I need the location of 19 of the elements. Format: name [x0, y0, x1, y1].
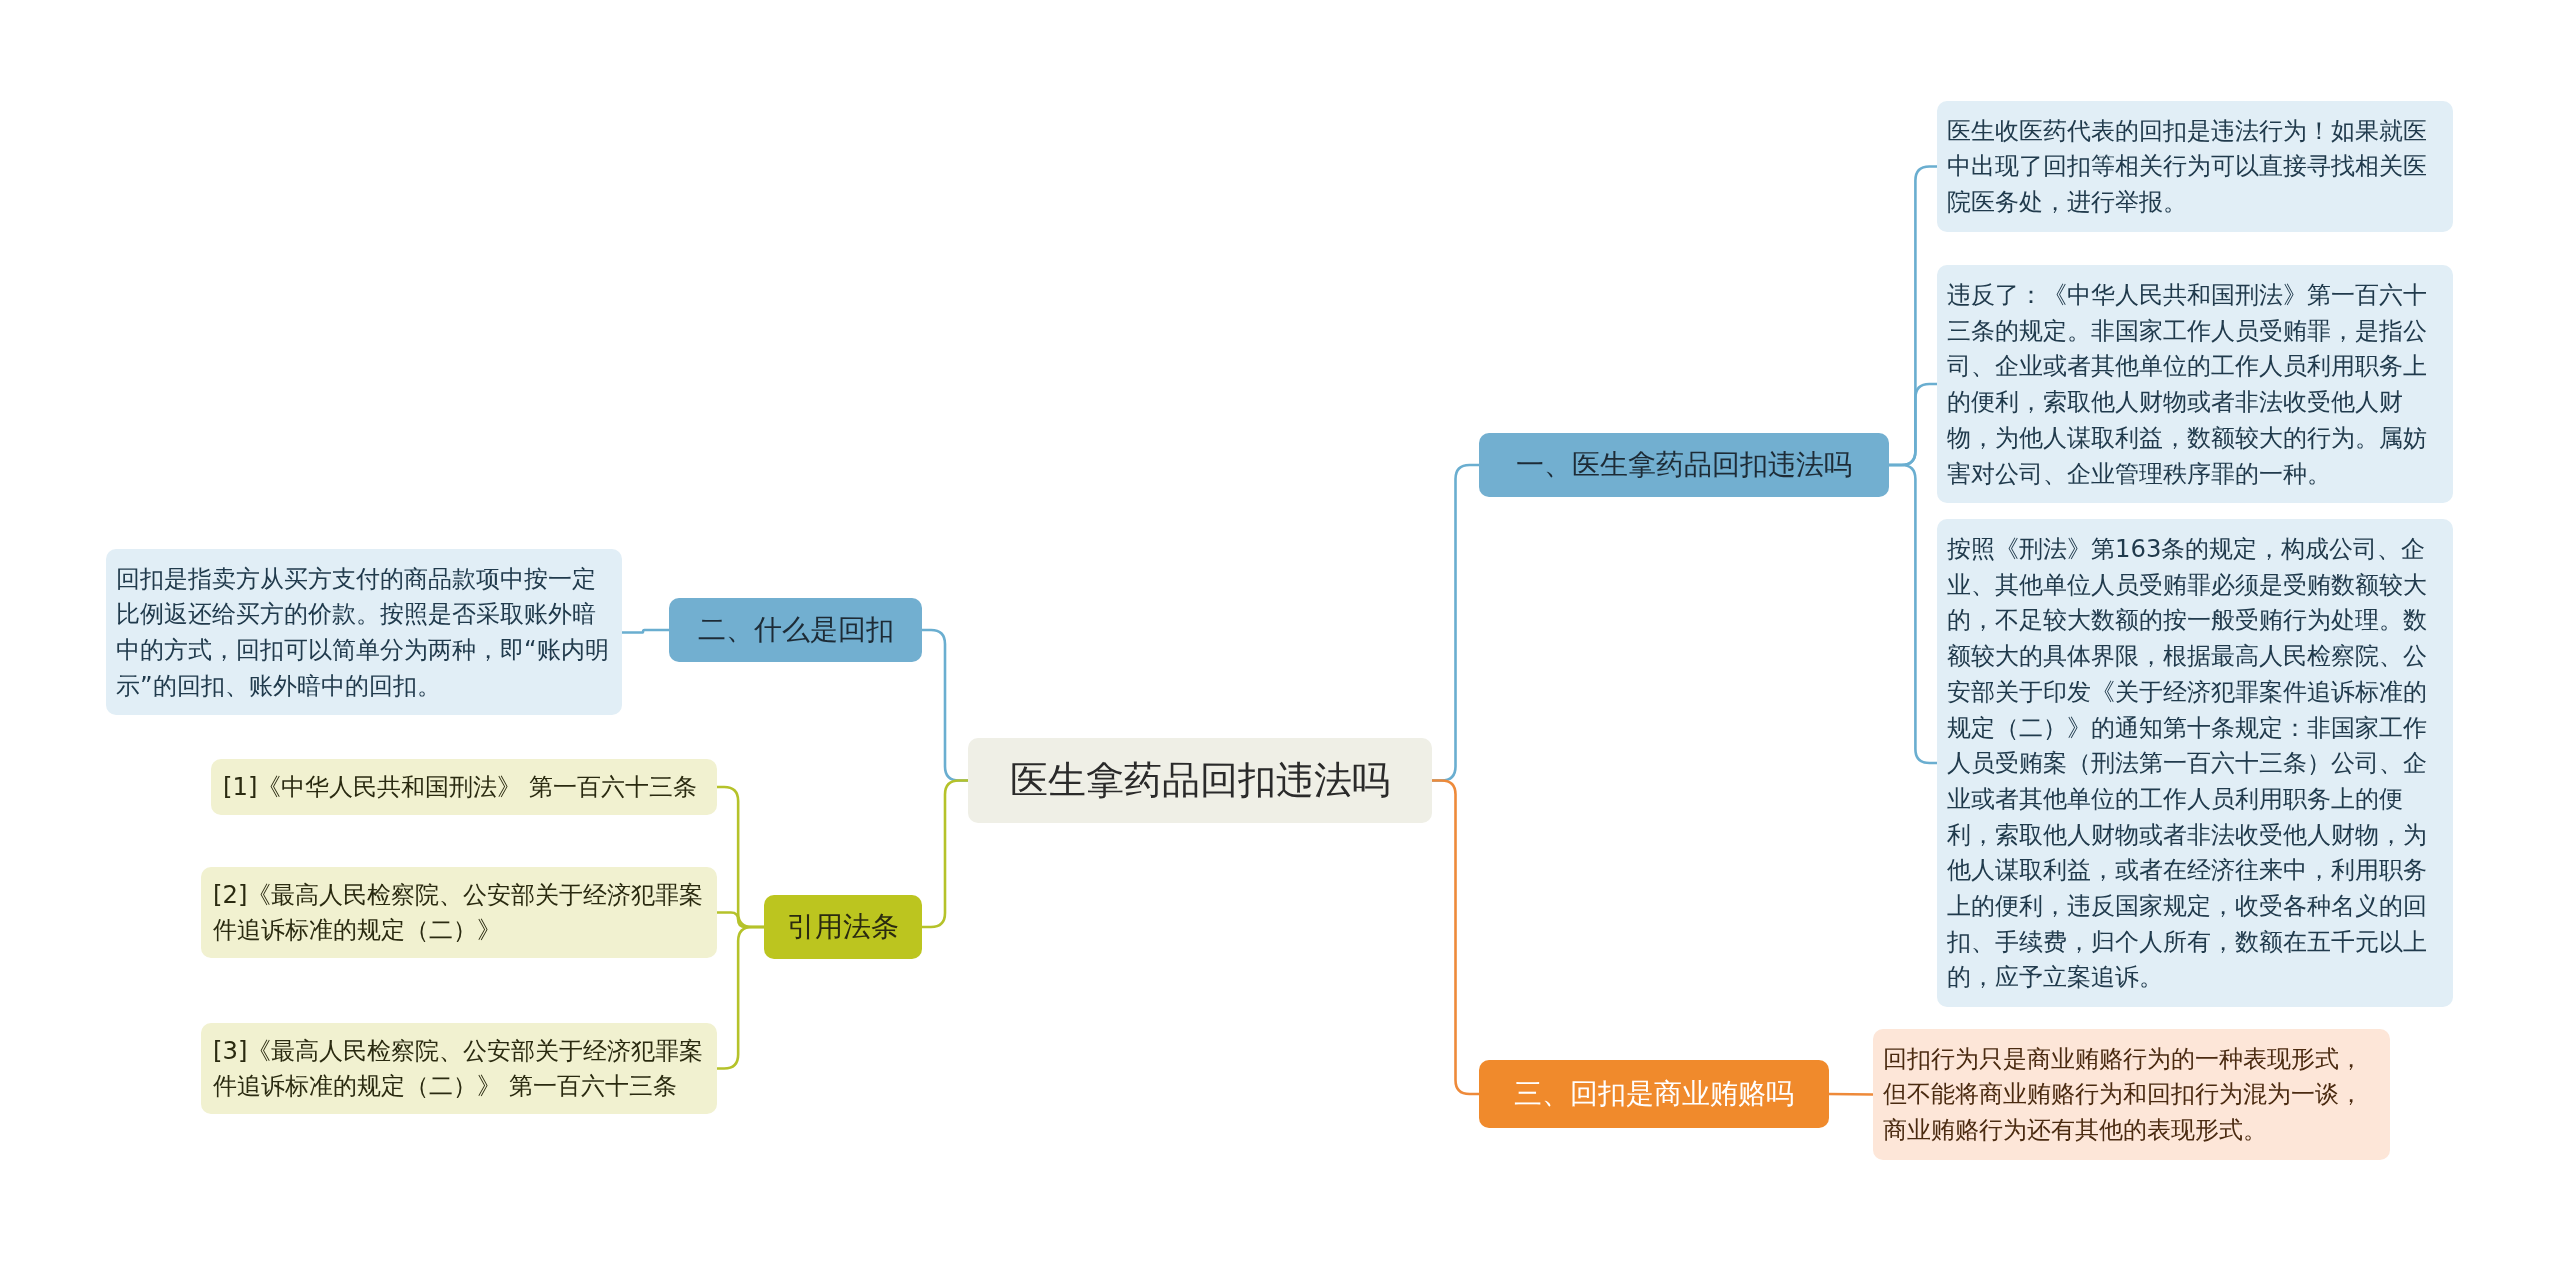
connector-line — [1889, 463, 1937, 765]
branch-box: 三、回扣是商业贿赂吗 — [1479, 1060, 1829, 1129]
branch-box: 二、什么是回扣 — [669, 598, 922, 663]
central-topic-box: 医生拿药品回扣违法吗 — [968, 737, 1432, 823]
note-box: 回扣是指卖方从买方支付的商品款项中按一定比例返还给买方的价款。按照是否采取账外暗中的方式，回扣可以简单分为两种，即“账内明示”的回扣、账外暗中的回扣。 — [106, 548, 622, 716]
connector-line — [717, 925, 764, 1070]
reference-box: [1]《中华人民共和国刑法》 第一百六十三条 — [211, 759, 717, 815]
connector-line — [1432, 779, 1479, 1096]
note-box: 医生收医药代表的回扣是违法行为！如果就医中出现了回扣等相关行为可以直接寻找相关医院医务处，进行举报。 — [1937, 100, 2453, 232]
connector-line — [922, 779, 968, 929]
note-box: 违反了：《中华人民共和国刑法》第一百六十三条的规定。非国家工作人员受贿罪，是指公司、企业或者其他单位的工作人员利用职务上的便利，索取他人财物或者非法收受他人财物，为他人谋取利益，数额较大的行为。属妨害对公司、企业管理秩序罪的一种。 — [1937, 265, 2453, 504]
connector-line — [1829, 1092, 1873, 1096]
note-box: 按照《刑法》第163条的规定，构成公司、企业、其他单位人员受贿罪必须是受贿数额较大的，不足较大数额的按一般受贿行为处理。数额较大的具体界限，根据最高人民检察院、公安部关于印发《关于经济犯罪案件追诉标准的规定（二）》的通知第十条规定：非国家工作人员受贿案（刑法第一百六十三条）公司、企业或者其他单位的工作人员利用职务上的便利，索取他人财物或者非法收受他人财物，为他人谋取利益，或者在经济往来中，利用职务上的便利，违反国家规定，收受各种名义的回扣、手续费，归个人所有，数额在五千元以上的，应予立案追诉。 — [1937, 519, 2453, 1008]
note-box: 回扣行为只是商业贿赂行为的一种表现形式，但不能将商业贿赂行为和回扣行为混为一谈，商业贿赂行为还有其他的表现形式。 — [1873, 1028, 2390, 1160]
connector-line — [622, 628, 669, 634]
branch-box: 一、医生拿药品回扣违法吗 — [1479, 433, 1889, 498]
branch-box: 引用法条 — [764, 895, 922, 960]
reference-box: [2]《最高人民检察院、公安部关于经济犯罪案件追诉标准的规定（二）》 — [201, 866, 717, 958]
reference-box: [3]《最高人民检察院、公安部关于经济犯罪案件追诉标准的规定（二）》 第一百六十三条 — [201, 1022, 717, 1114]
